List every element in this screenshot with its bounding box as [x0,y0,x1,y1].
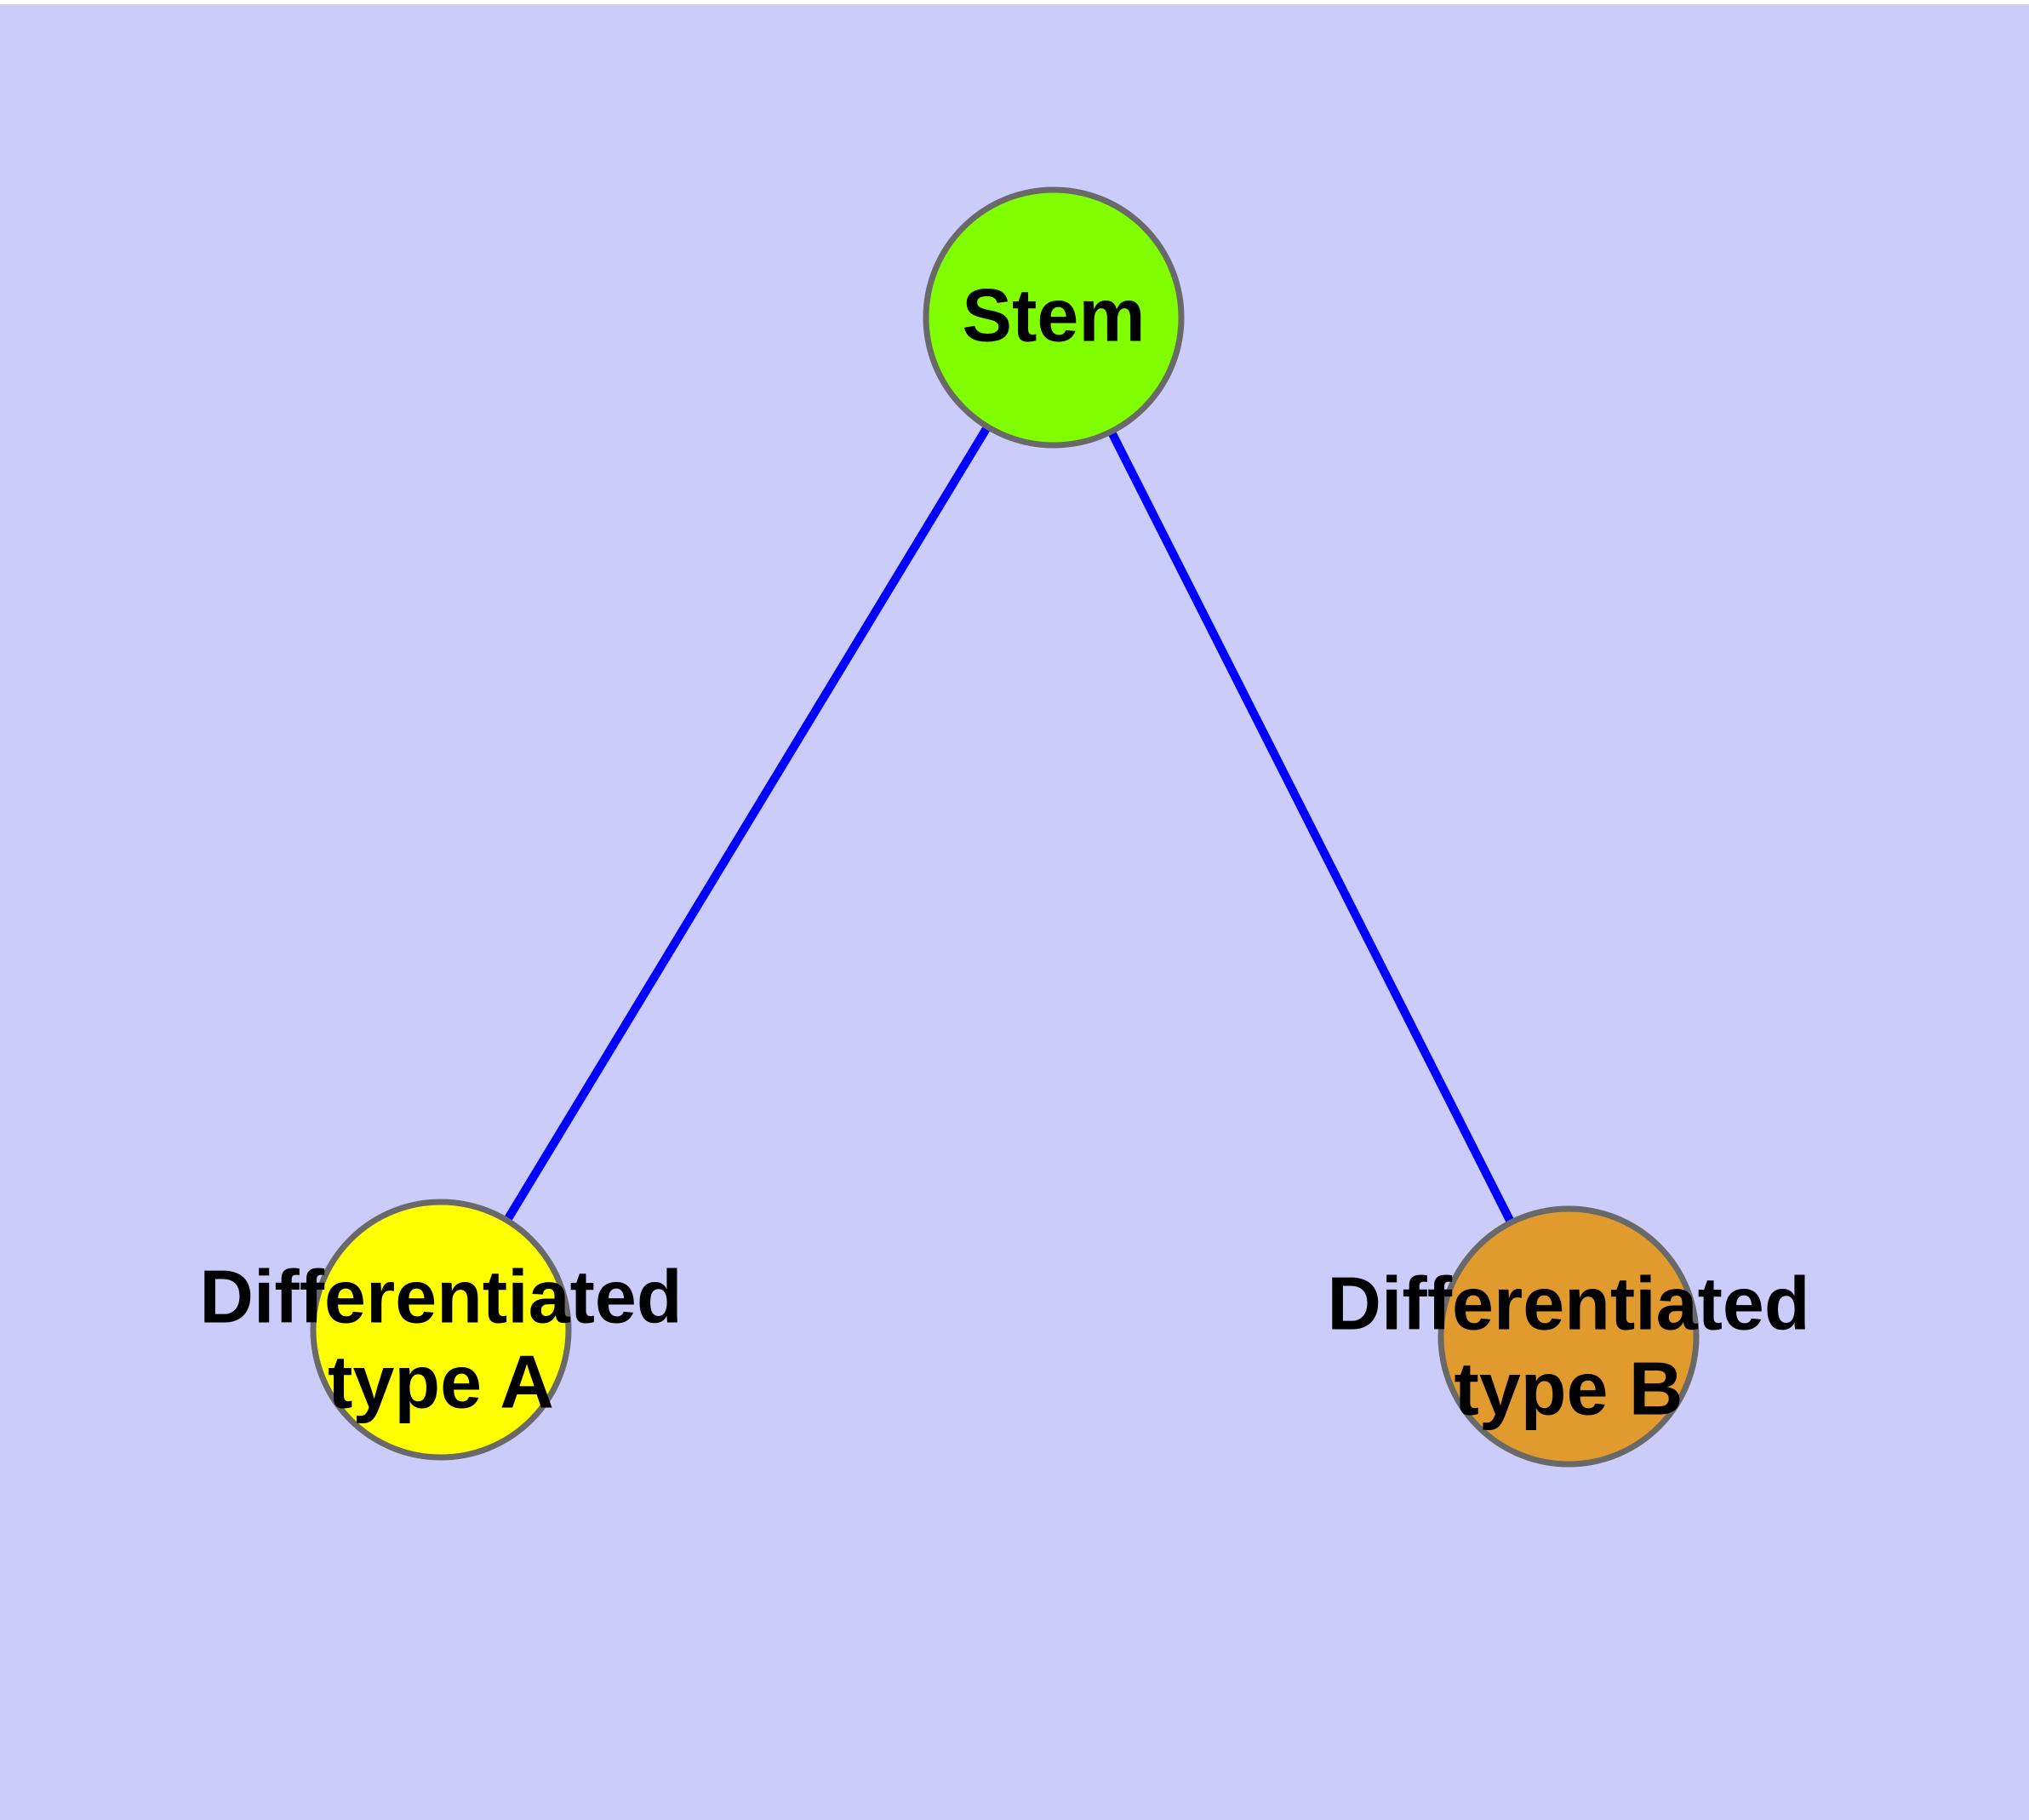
edge-stem-to-differentiated-type-b[interactable] [1049,315,1573,1339]
node-label-differentiated-type-a-line1: Differentiated [199,1254,682,1338]
nodes-group [310,186,1700,1468]
edges-group [437,315,1573,1339]
node-differentiated-type-a[interactable] [310,1199,572,1461]
node-label-differentiated-type-a-line2: type A [328,1339,554,1423]
node-stem[interactable] [923,186,1185,449]
node-label-differentiated-type-b-line2: type B [1455,1346,1683,1430]
node-label-stem: Stem [962,272,1145,357]
node-labels-group: Stem Differentiated type A Differentiate… [199,272,1809,1430]
graph-svg: Stem Differentiated type A Differentiate… [199,186,1810,1468]
diagram-canvas: Stem Differentiated type A Differentiate… [0,4,2029,1820]
node-differentiated-type-b[interactable] [1437,1205,1700,1468]
edge-stem-to-differentiated-type-a[interactable] [437,315,1058,1332]
node-label-differentiated-type-b-line1: Differentiated [1327,1261,1809,1345]
